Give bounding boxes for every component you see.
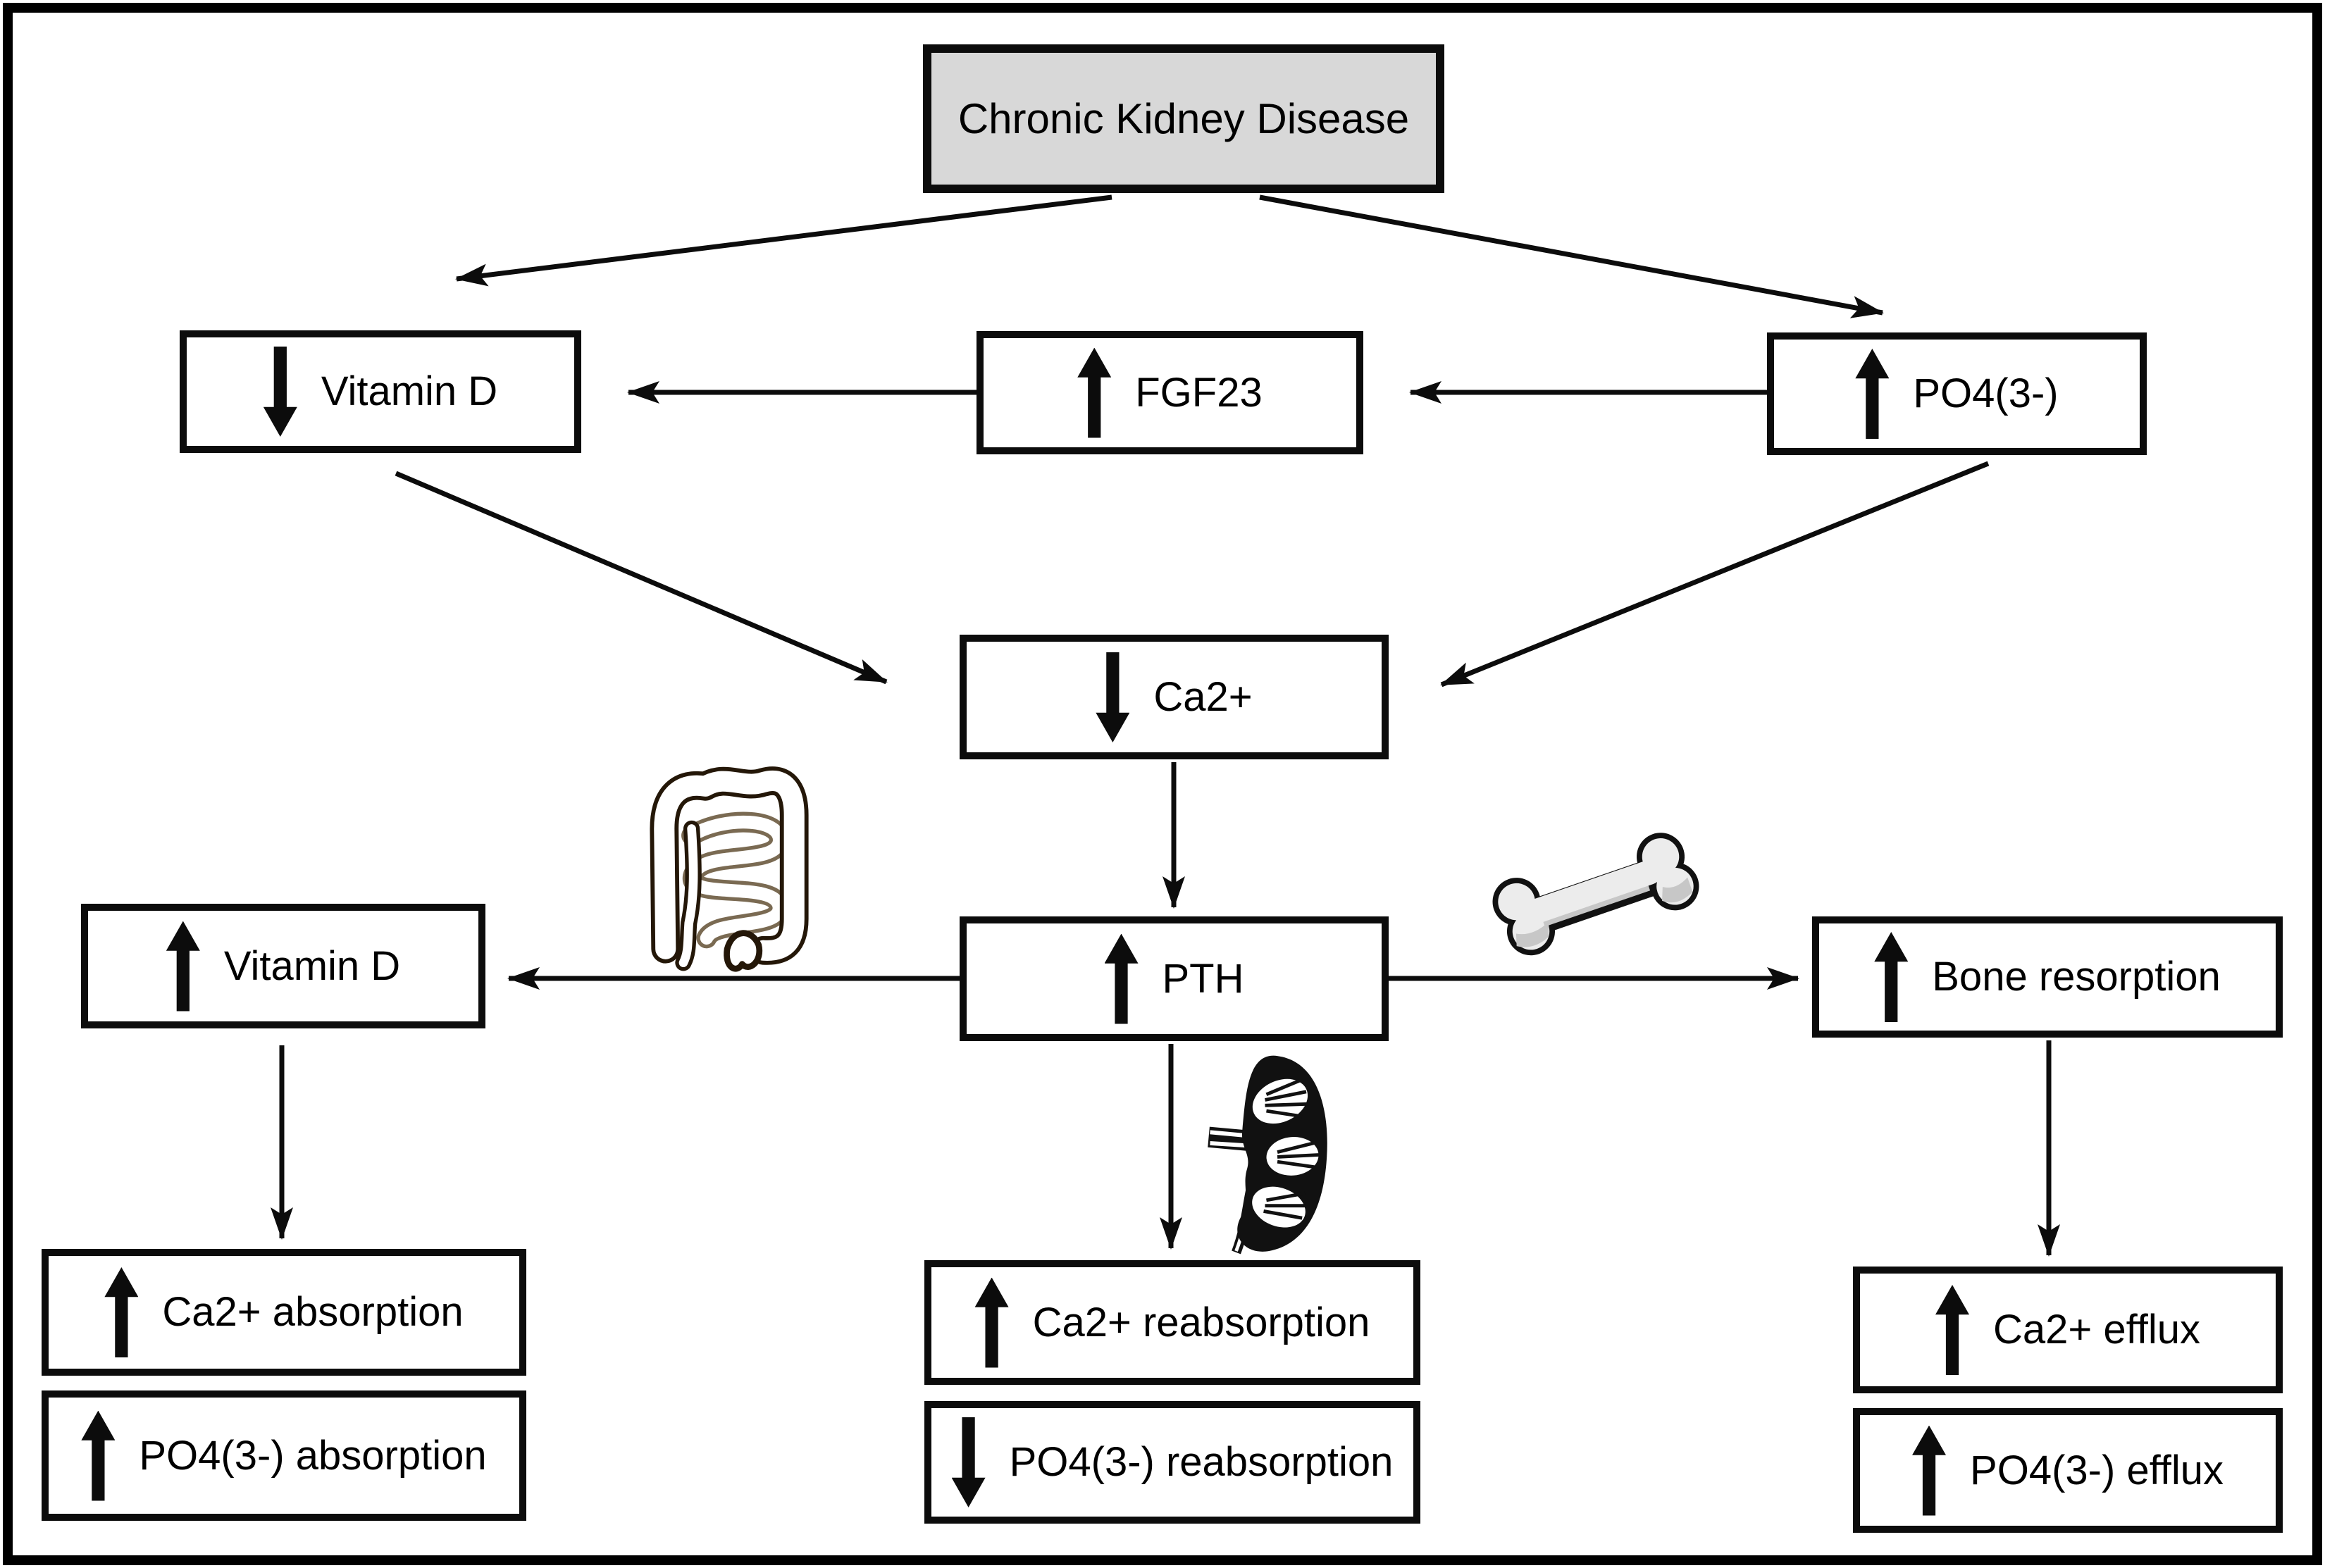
node-label: PO4(3-) reabsorption — [1009, 1439, 1394, 1485]
node-po4-absorption-increase: PO4(3-) absorption — [42, 1390, 526, 1521]
down-arrow-icon — [952, 1417, 986, 1507]
node-fgf23-increase: FGF23 — [976, 331, 1363, 454]
node-label: PO4(3-) absorption — [139, 1432, 487, 1479]
node-po4-efflux-increase: PO4(3-) efflux — [1853, 1408, 2283, 1533]
up-arrow-icon — [974, 1277, 1009, 1368]
node-bone-resorption-increase: Bone resorption — [1812, 916, 2283, 1038]
node-label: PO4(3-) efflux — [1970, 1447, 2224, 1493]
node-label: PTH — [1162, 955, 1244, 1002]
up-arrow-icon — [104, 1267, 139, 1357]
node-calcium-efflux-increase: Ca2+ efflux — [1853, 1267, 2283, 1393]
node-po4-increase: PO4(3-) — [1767, 332, 2147, 455]
down-arrow-icon — [264, 347, 297, 437]
node-label: Ca2+ efflux — [1993, 1307, 2200, 1352]
node-label: Vitamin D — [321, 368, 498, 414]
node-label: Ca2+ — [1153, 673, 1253, 720]
down-arrow-icon — [1096, 652, 1129, 742]
up-arrow-icon — [1077, 347, 1112, 438]
node-calcium-reabsorption-increase: Ca2+ reabsorption — [924, 1260, 1420, 1385]
up-arrow-icon — [1874, 932, 1909, 1022]
node-label: Vitamin D — [223, 942, 401, 989]
node-label: Ca2+ reabsorption — [1032, 1299, 1370, 1345]
up-arrow-icon — [81, 1410, 116, 1501]
up-arrow-icon — [1855, 349, 1890, 439]
node-calcium-decrease: Ca2+ — [960, 635, 1389, 759]
node-calcium-absorption-increase: Ca2+ absorption — [42, 1249, 526, 1376]
node-label: FGF23 — [1135, 369, 1263, 416]
node-pth-increase: PTH — [960, 916, 1389, 1041]
up-arrow-icon — [1104, 933, 1139, 1024]
node-label: Bone resorption — [1932, 954, 2221, 1000]
up-arrow-icon — [1912, 1425, 1947, 1516]
node-label: PO4(3-) — [1913, 371, 2059, 416]
node-label: Chronic Kidney Disease — [957, 94, 1410, 142]
node-vitamin-d-increase: Vitamin D — [81, 904, 485, 1028]
node-vitamin-d-decrease: Vitamin D — [180, 330, 581, 453]
up-arrow-icon — [1935, 1285, 1970, 1375]
node-chronic-kidney-disease: Chronic Kidney Disease — [923, 44, 1444, 193]
node-label: Ca2+ absorption — [162, 1289, 464, 1335]
up-arrow-icon — [166, 921, 200, 1012]
figure-border — [3, 3, 2322, 1565]
node-po4-reabsorption-decrease: PO4(3-) reabsorption — [924, 1401, 1420, 1524]
